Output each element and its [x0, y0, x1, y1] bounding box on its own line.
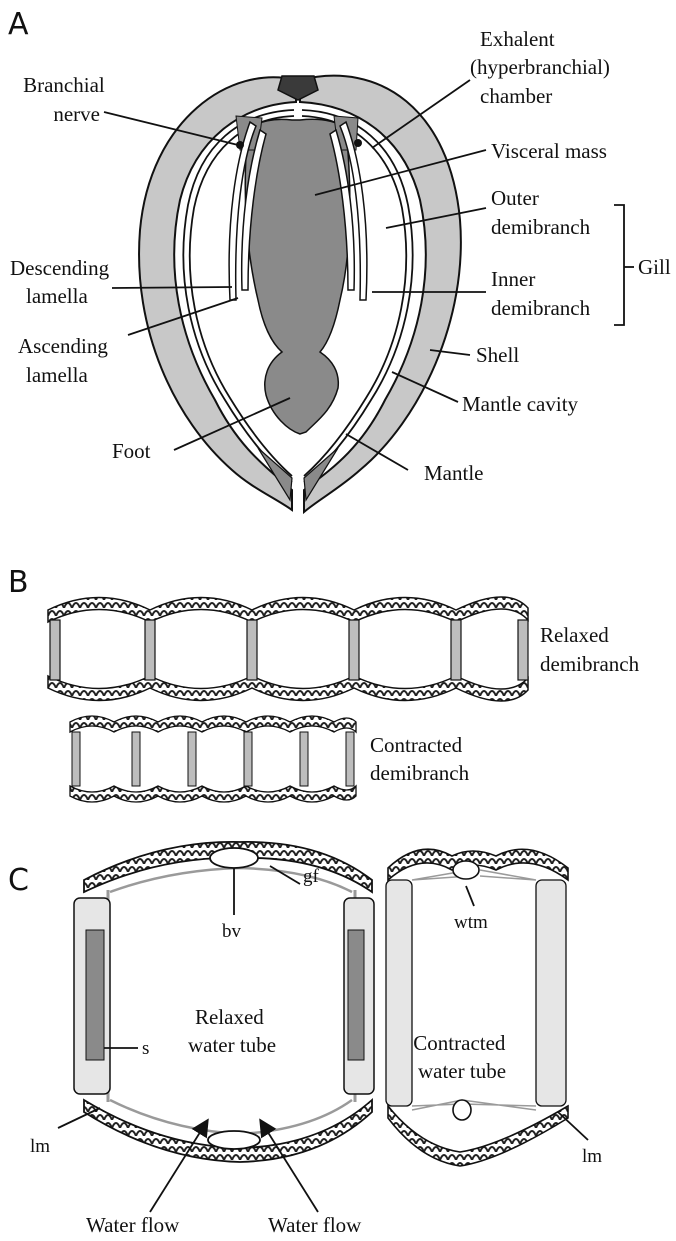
label-ascending-lamella: Ascending lamella: [18, 334, 113, 387]
relaxed-water-tube: [74, 842, 374, 1162]
branchial-nerve-right: [354, 139, 362, 147]
label-descending-lamella: Descending lamella: [10, 256, 114, 308]
label-gill: Gill: [638, 255, 671, 279]
label-lm-right: lm: [582, 1146, 602, 1167]
contracted-water-tube: [386, 849, 568, 1166]
label-wtm: wtm: [454, 912, 488, 933]
panel-c-letter: C: [8, 863, 29, 898]
label-gf: gf: [303, 866, 320, 887]
label-water-flow-left: Water flow: [86, 1213, 180, 1237]
label-branchial-nerve: Branchial nerve: [23, 73, 110, 126]
label-inner-demibranch: Inner demibranch: [491, 267, 591, 320]
label-relaxed-demibranch: Relaxed demibranch: [540, 623, 640, 676]
label-foot: Foot: [112, 439, 151, 463]
relaxed-demibranch: [48, 597, 528, 701]
label-relaxed-water-tube: Relaxed water tube: [188, 1005, 276, 1057]
panel-b: B Relaxed demibranch Co: [8, 565, 640, 802]
label-contracted-demibranch: Contracted demibranch: [370, 733, 470, 785]
leader-descending: [112, 287, 232, 288]
panel-a-letter: A: [8, 7, 29, 42]
label-visceral-mass: Visceral mass: [491, 139, 607, 163]
label-mantle-cavity: Mantle cavity: [462, 392, 579, 416]
label-shell: Shell: [476, 343, 519, 367]
label-bv: bv: [222, 921, 242, 942]
panel-a: A: [8, 7, 671, 512]
blood-vessel-top: [210, 848, 258, 868]
label-outer-demibranch: Outer demibranch: [491, 186, 591, 239]
label-mantle: Mantle: [424, 461, 483, 485]
label-s: s: [142, 1038, 149, 1059]
leader-gf: [270, 866, 300, 884]
label-lm-left: lm: [30, 1136, 50, 1157]
leader-lm-right: [558, 1112, 588, 1140]
blood-vessel-bottom: [208, 1131, 260, 1149]
gill-bracket: [614, 205, 624, 325]
contracted-demibranch: [70, 716, 356, 802]
label-contracted-water-tube: Contracted water tube: [413, 1031, 510, 1083]
label-water-flow-right: Water flow: [268, 1213, 362, 1237]
panel-b-letter: B: [8, 565, 29, 600]
leader-wtm: [466, 886, 474, 906]
panel-c: C: [8, 842, 602, 1237]
visceral-mass-shape: [245, 119, 350, 434]
label-exhalent-chamber: Exhalent (hyperbranchial) chamber: [470, 27, 615, 108]
